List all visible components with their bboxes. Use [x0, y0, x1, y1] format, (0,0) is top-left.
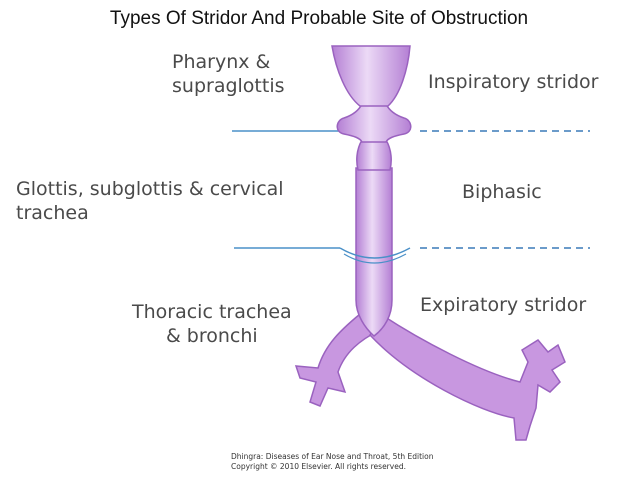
thoracic-label-line-1: Thoracic trachea: [132, 301, 292, 323]
glottis-label-line-1: Glottis, subglottis & cervical: [16, 178, 284, 200]
glottis-label: Glottis, subglottis & cervical trachea: [16, 177, 284, 225]
thoracic-label: Thoracic trachea & bronchi: [132, 300, 292, 348]
pharynx-label: Pharynx & supraglottis: [172, 50, 285, 98]
credit-line-1: Dhingra: Diseases of Ear Nose and Throat…: [231, 452, 434, 461]
biphasic-label: Biphasic: [462, 181, 542, 203]
trachea: [355, 167, 393, 337]
pharynx-label-line-2: supraglottis: [172, 75, 285, 97]
inspiratory-stridor-label: Inspiratory stridor: [428, 71, 599, 93]
thoracic-label-line-2: & bronchi: [165, 325, 258, 347]
glottis-label-line-2: trachea: [16, 202, 89, 224]
source-credit: Dhingra: Diseases of Ear Nose and Throat…: [231, 452, 433, 472]
cricoid-arc-upper: [339, 247, 411, 259]
pharynx: [331, 45, 411, 107]
glottis: [356, 139, 392, 171]
diagram-title: Types Of Stridor And Probable Site of Ob…: [109, 8, 529, 29]
right-bronchus: [369, 313, 566, 441]
cricoid-arc-lower: [343, 253, 407, 264]
supraglottis: [336, 103, 412, 143]
credit-line-2: Copyright © 2010 Elsevier. All rights re…: [231, 462, 406, 471]
expiratory-stridor-label: Expiratory stridor: [420, 294, 587, 316]
pharynx-label-line-1: Pharynx &: [172, 51, 271, 73]
left-bronchus: [294, 308, 382, 407]
